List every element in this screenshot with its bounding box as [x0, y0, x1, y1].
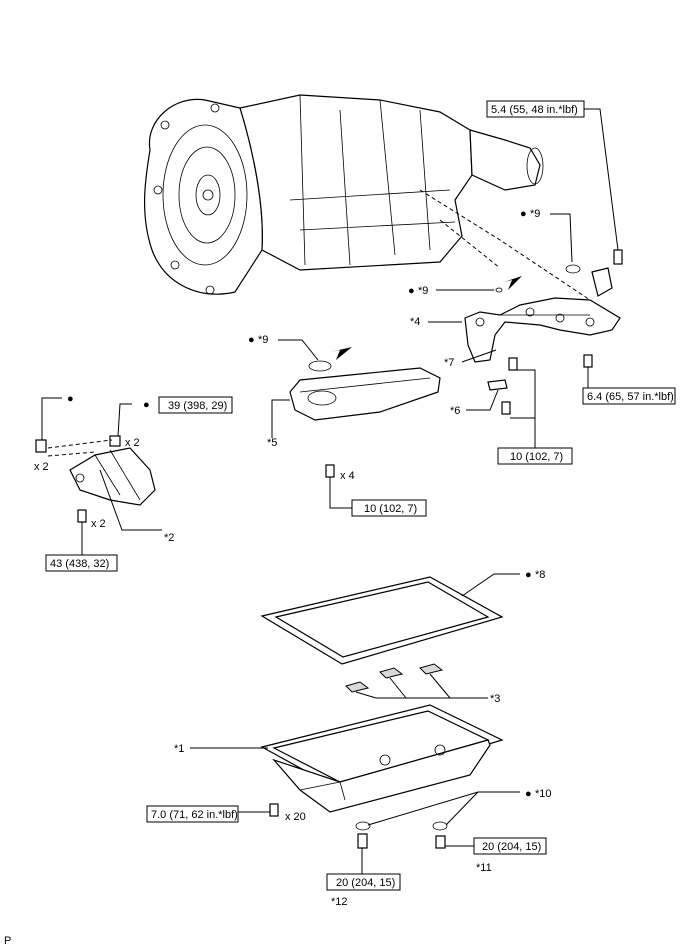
o-ring-9b [495, 287, 503, 293]
magnet-2 [379, 667, 404, 679]
magnet-3 [419, 663, 444, 675]
magnets-area: *3 [345, 663, 500, 705]
drain-plug-1 [357, 833, 368, 849]
footer-code: P [4, 935, 11, 947]
drain-gasket-1 [355, 821, 371, 831]
bolt-bracket [109, 435, 121, 447]
count-x2a: x 2 [34, 461, 49, 473]
torque-filter-text: 10 (102, 7) [364, 503, 417, 515]
arrow-icon [504, 276, 522, 290]
bolt-left-top [35, 439, 47, 453]
o-ring-9a [565, 264, 581, 274]
label-6: *6 [450, 405, 460, 417]
count-x2b: x 2 [125, 437, 140, 449]
oil-filter-area: ● *9 *5 x 4 10 (102, 7) [248, 334, 441, 517]
oil-pan-area: *1 x 20 7.0 (71, 62 in.*lbf) 20 (204, 15… [146, 704, 552, 908]
count-x4: x 4 [340, 470, 355, 482]
bullet-8: ● [525, 569, 532, 581]
bullet-left: ● [67, 393, 74, 405]
label-8: *8 [535, 569, 545, 581]
torque-box-valve [582, 387, 676, 405]
solenoid-bolt [613, 249, 623, 265]
gasket-area: ● *8 [260, 569, 545, 665]
label-10: *10 [535, 788, 552, 800]
bullet-9b: ● [408, 285, 415, 297]
torque-box-harness [497, 447, 573, 465]
bracket-2 [69, 447, 156, 506]
o-ring-9c [308, 360, 332, 372]
label-4: *4 [410, 316, 420, 328]
solenoid [591, 267, 613, 297]
label-1: *1 [174, 743, 184, 755]
arrow-icon-2 [330, 347, 352, 360]
transmission-assembly [143, 94, 544, 295]
solenoid-area: 5.4 (55, 48 in.*lbf) ● *9 ● *9 [408, 100, 623, 297]
torque-box-drain1 [326, 873, 401, 891]
drain-gasket-2 [432, 821, 448, 831]
torque-bracket-text: 39 (398, 29) [168, 400, 227, 412]
label-11: *11 [476, 862, 492, 874]
valve-harness: *4 *7 *6 10 (102, 7) 6.4 (65, 57 in.*lbf… [410, 297, 676, 465]
label-9a: *9 [530, 208, 540, 220]
torque-box-bracket [158, 396, 233, 414]
count-x20: x 20 [285, 811, 306, 823]
torque-drain1-text: 20 (204, 15) [336, 877, 395, 889]
torque-drain2-text: 20 (204, 15) [482, 841, 541, 853]
left-bracket-area: ● x 2 ● 39 (398, 29) x 2 *2 x 2 43 (438,… [34, 393, 233, 572]
bolt-left-bottom [77, 509, 87, 523]
torque-valve-text: 6.4 (65, 57 in.*lbf) [587, 391, 674, 403]
torque-pan-text: 7.0 (71, 62 in.*lbf) [151, 809, 238, 821]
torque-left-text: 43 (438, 32) [50, 558, 109, 570]
torque-box-pan [146, 805, 239, 823]
bullet-bracket: ● [143, 399, 150, 411]
label-3: *3 [490, 693, 500, 705]
bullet-9a: ● [520, 208, 527, 220]
label-5: *5 [267, 437, 277, 449]
oil-filter [289, 367, 441, 421]
label-9b: *9 [418, 285, 428, 297]
bullet-9c: ● [248, 334, 255, 346]
bracket-6 [487, 379, 508, 391]
label-7: *7 [444, 357, 454, 369]
drain-plug-2 [435, 835, 446, 849]
label-12: *12 [331, 896, 348, 908]
bullet-10: ● [525, 788, 532, 800]
torque-solenoid-text: 5.4 (55, 48 in.*lbf) [491, 104, 578, 116]
label-2: *2 [164, 532, 174, 544]
magnet-1 [345, 681, 370, 693]
label-9c: *9 [258, 334, 268, 346]
torque-box-drain2 [473, 837, 547, 855]
count-x2c: x 2 [91, 518, 106, 530]
torque-harness-text: 10 (102, 7) [510, 451, 563, 463]
pan-bolt [269, 803, 279, 817]
torque-box-filter [351, 499, 427, 517]
torque-box-left [45, 554, 118, 572]
filter-bolt [325, 464, 335, 478]
